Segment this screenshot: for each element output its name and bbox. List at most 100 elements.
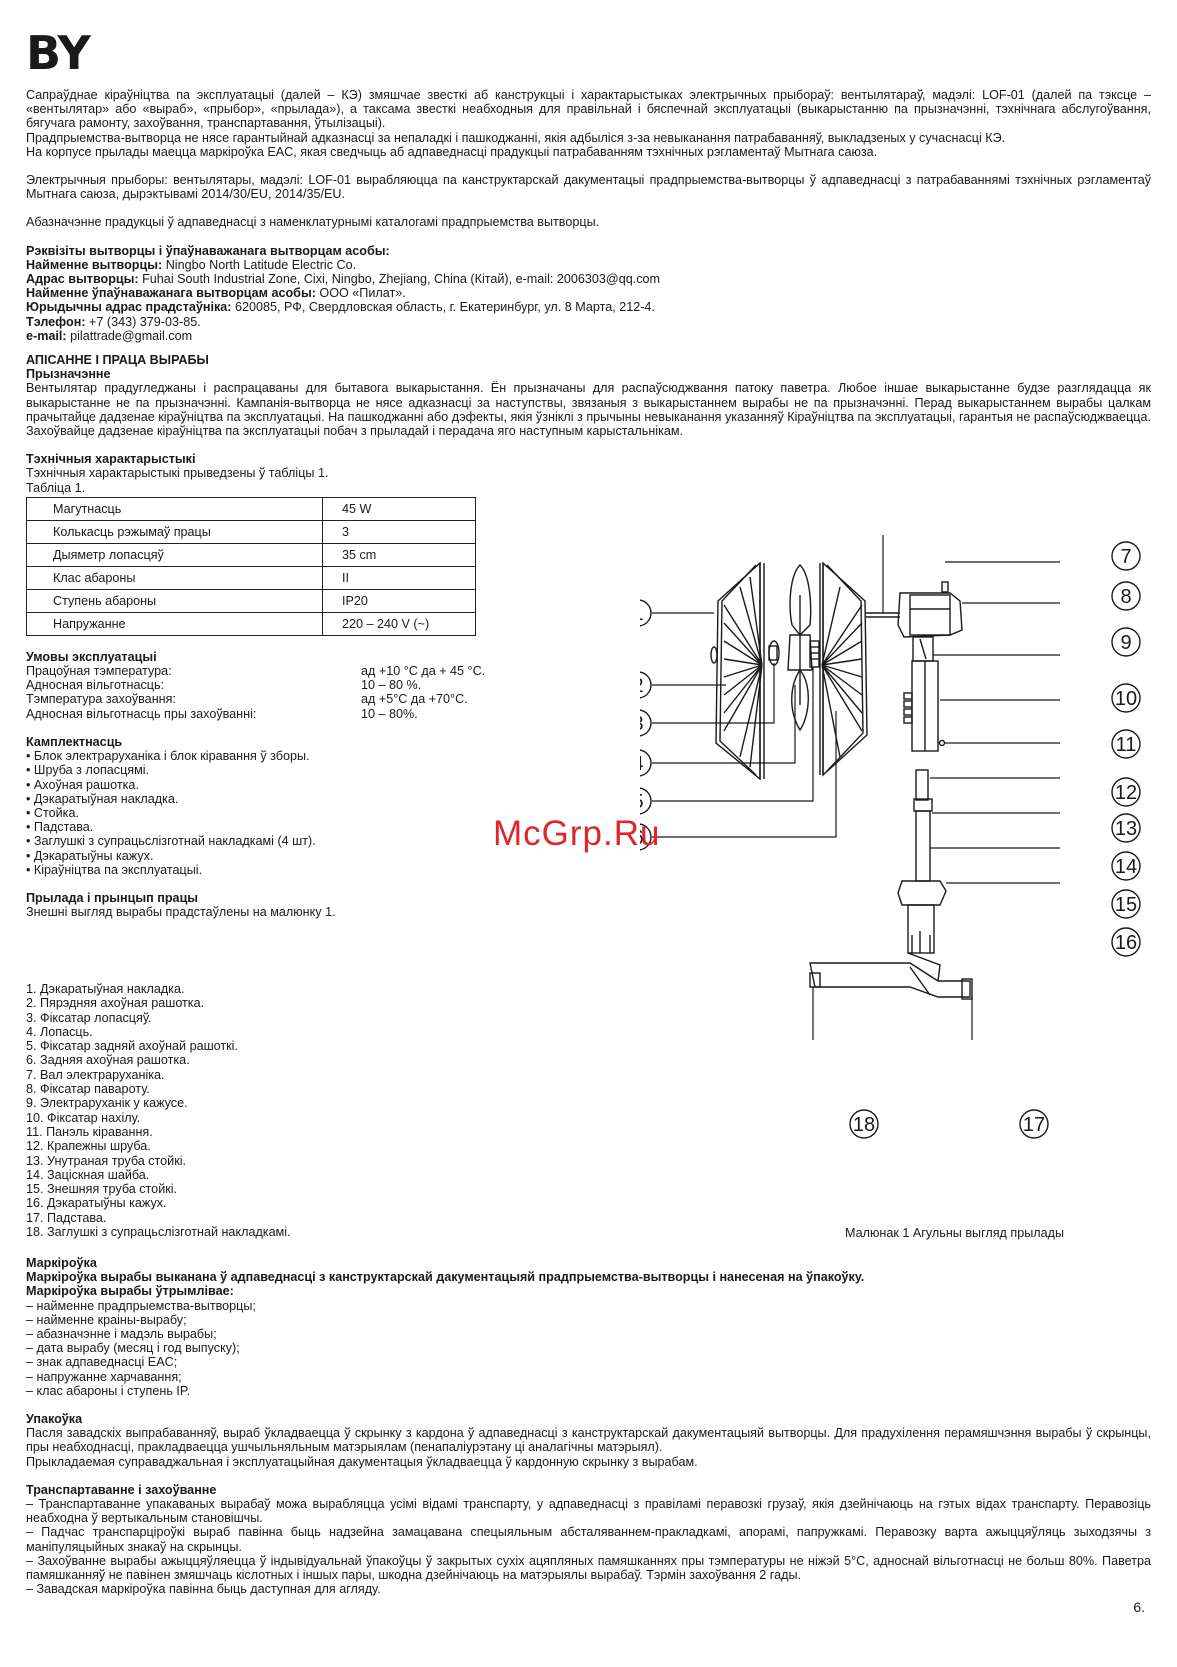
- packing-title: Упакоўка: [26, 1412, 83, 1427]
- list-item: • Кіраўніцтва па эксплуатацыі.: [26, 862, 203, 877]
- oscillation-knob-drawing: [941, 581, 949, 593]
- blade-lock-drawing: [768, 640, 780, 666]
- requisite-row: Найменне вытворцы: Ningbo North Latitude…: [26, 257, 357, 272]
- list-item: 2. Пярэдняя ахоўная рашотка.: [26, 996, 205, 1011]
- callout-6: 6: [640, 823, 652, 851]
- list-item: – найменне прадпрыемства-вытворцы;: [26, 1298, 256, 1313]
- requisite-row: Адрас вытворцы: Fuhai South Industrial Z…: [26, 272, 661, 287]
- front-grille-drawing: [715, 561, 765, 781]
- callout-3: 3: [640, 709, 652, 737]
- fan-exploded-diagram: 1 2 3 4 5 6: [640, 535, 1060, 1040]
- list-item: • Дэкаратыўны кажух.: [26, 848, 154, 863]
- list-item: 13. Унутраная труба стойкі.: [26, 1153, 187, 1168]
- list-item: • Блок электраруханіка і блок кіравання …: [26, 749, 310, 764]
- svg-text:2: 2: [640, 675, 644, 697]
- specs-subtitle: Тэхнічныя характарыстыкі прыведзены ў та…: [26, 466, 329, 481]
- list-item: – Транспартаванне упакаваных вырабаў мож…: [26, 1497, 1151, 1526]
- list-item: 15. Знешняя труба стойкі.: [26, 1182, 178, 1197]
- table-label: Табліца 1.: [26, 480, 86, 495]
- list-item: • Шруба з лопасцямі.: [26, 763, 150, 778]
- requisite-row: Найменне ўпаўнаважанага вытворцам асобы:…: [26, 286, 406, 301]
- decorative-cap-drawing: [710, 646, 718, 664]
- marking-title: Маркіроўка: [26, 1256, 97, 1270]
- intro-paragraph-3: На корпусе прылады маецца маркіроўка EAC…: [26, 144, 878, 159]
- condition-row: Тэмпература захоўвання:ад +5°С да +70°С.: [26, 692, 468, 707]
- motor-housing-drawing: [897, 581, 963, 638]
- list-item: – клас абароны і ступень IP.: [26, 1383, 191, 1398]
- packing-text-2: Прыкладаемая суправаджальная і эксплуата…: [26, 1454, 698, 1469]
- figure-caption: Малюнак 1 Агульны выгляд прылады: [845, 1226, 1065, 1240]
- callout-4: 4: [640, 749, 652, 777]
- condition-row: Адносная вільготнасць:10 – 80 %.: [26, 678, 422, 693]
- requisite-row: e-mail: pilattrade@gmail.com: [26, 328, 193, 343]
- list-item: 8. Фіксатар павароту.: [26, 1082, 150, 1097]
- requisites-list: Найменне вытворцы: Ningbo North Latitude…: [26, 258, 1151, 343]
- inner-pole-drawing: [915, 769, 929, 801]
- requisite-row: Тэлефон: +7 (343) 379-03-85.: [26, 314, 201, 329]
- control-panel-drawing: [903, 636, 946, 752]
- language-code: BY: [26, 26, 91, 80]
- parts-list: 1. Дэкаратыўная накладка. 2. Пярэдняя ах…: [26, 982, 291, 1239]
- watermark: McGrp.Ru: [493, 814, 661, 853]
- callout-badges: 1 2 3 4 5 6: [640, 599, 652, 851]
- list-item: • Ахоўная рашотка.: [26, 777, 139, 792]
- callout-1: 1: [640, 599, 652, 627]
- intro-paragraph-5: Абазначэнне прадукцыі ў адпаведнасці з н…: [26, 215, 600, 230]
- description-title: АПІСАННЕ І ПРАЦА ВЫРАБЫ: [26, 353, 209, 368]
- page-number: 6.: [1133, 1599, 1145, 1615]
- packing-text-1: Пасля завадскіх выпрабаванняў, выраб ўкл…: [26, 1426, 1151, 1455]
- device-title: Прылада і прынцып працы: [26, 890, 199, 905]
- callout-leaders: [652, 535, 1060, 1040]
- rear-grille-drawing: [819, 561, 868, 777]
- list-item: 9. Электраруханік у кажусе.: [26, 1096, 188, 1111]
- intro-paragraph-1: Сапраўднае кіраўніцтва па эксплуатацыі (…: [26, 88, 1151, 131]
- list-item: – напружанне харчавання;: [26, 1369, 182, 1384]
- list-item: – Захоўванне вырабы ажыццяўляецца ў інды…: [26, 1553, 1151, 1583]
- svg-text:3: 3: [640, 713, 644, 735]
- device-text: Знешні выгляд вырабы прадстаўлены на мал…: [26, 905, 336, 920]
- list-item: 10. Фіксатар нахілу.: [26, 1110, 141, 1125]
- list-item: • Заглушкі з супрацьслізготнай накладкам…: [26, 834, 316, 849]
- callout-2: 2: [640, 671, 652, 699]
- purpose-title: Прызначэнне: [26, 367, 111, 382]
- kit-list: • Блок электраруханіка і блок кіравання …: [26, 749, 1151, 877]
- outer-pole-drawing: [915, 810, 931, 882]
- blades-drawing: [787, 564, 813, 732]
- list-item: • Дэкаратыўная накладка.: [26, 791, 179, 806]
- kit-title: Камплектнасць: [26, 734, 123, 749]
- requisite-row: Юрыдычны адрас прадстаўніка: 620085, РФ,…: [26, 300, 655, 315]
- list-item: • Падстава.: [26, 820, 94, 835]
- list-item: 4. Лопасць.: [26, 1024, 93, 1039]
- page-body: BY Сапраўднае кіраўніцтва па эксплуатацы…: [26, 28, 1151, 919]
- conditions-title: Умовы эксплуатацыі: [26, 649, 157, 664]
- list-item: 17. Падстава.: [26, 1210, 107, 1225]
- list-item: – дата вырабу (месяц і год выпуску);: [26, 1341, 240, 1356]
- list-item: 14. Заціскная шайба.: [26, 1167, 150, 1182]
- list-item: – Падчас транспарціроўкі выраб павінна б…: [26, 1525, 1151, 1554]
- list-item: 12. Крапежны шруба.: [26, 1139, 151, 1154]
- list-item: 5. Фіксатар задняй ахоўнай рашоткі.: [26, 1039, 238, 1054]
- decorative-cover-drawing: [897, 880, 947, 906]
- list-item: 16. Дэкаратыўны кажух.: [26, 1196, 167, 1211]
- lower-section: Маркіроўка Маркіроўка вырабы выканана ў …: [26, 1256, 1151, 1596]
- condition-row: Адносная вільготнасць пры захоўванні:10 …: [26, 706, 418, 721]
- intro-paragraph-2: Прадпрыемства-вытворца не нясе гарантыйн…: [26, 130, 1006, 145]
- base-drawing: [809, 952, 973, 1000]
- transport-title: Транспартаванне і захоўванне: [26, 1482, 217, 1497]
- list-item: • Стойка.: [26, 805, 79, 820]
- clamp-washer-drawing: [913, 798, 933, 812]
- condition-row: Працоўная тэмпература:ад +10 °С да + 45 …: [26, 664, 486, 679]
- svg-text:6: 6: [640, 827, 644, 849]
- callout-5: 5: [640, 787, 652, 815]
- marking-bold-1: Маркіроўка вырабы выканана ў адпаведнасц…: [26, 1270, 865, 1285]
- list-item: – знак адпаведнасці EAC;: [26, 1355, 178, 1370]
- specs-title: Тэхнічныя характарыстыкі: [26, 452, 196, 467]
- list-item: 3. Фіксатар лопасцяў.: [26, 1010, 152, 1025]
